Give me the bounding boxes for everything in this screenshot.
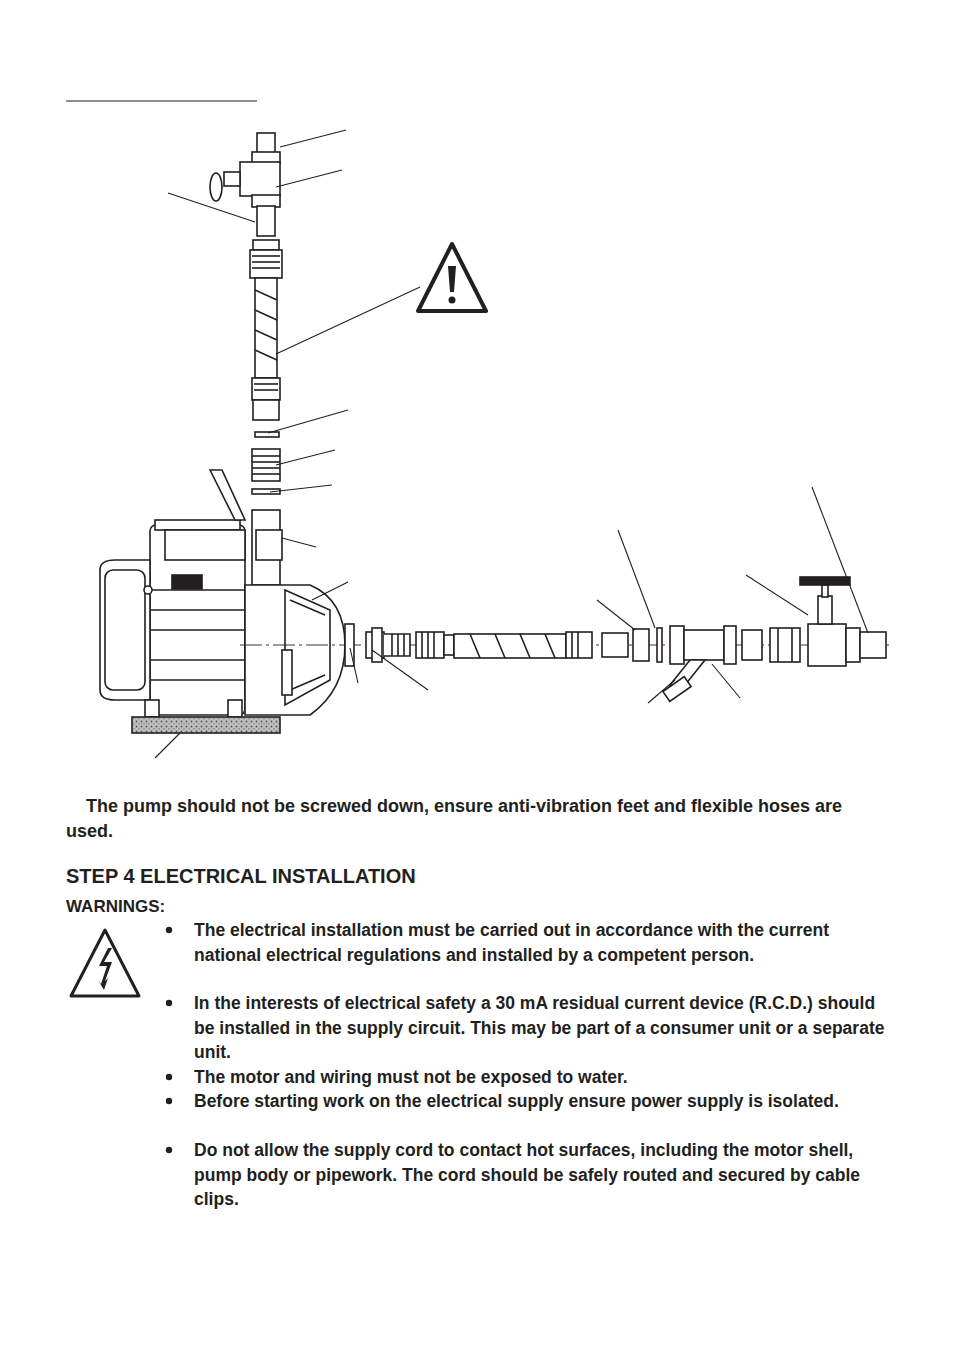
isolating-valve-vertical xyxy=(210,133,280,236)
nipple-fitting xyxy=(252,449,280,481)
nut xyxy=(633,629,649,661)
warning-item: In the interests of electrical safety a … xyxy=(194,991,894,1065)
flexible-hose-horizontal xyxy=(416,632,592,658)
nut xyxy=(742,630,762,660)
warning-item: The motor and wiring must not be exposed… xyxy=(194,1065,894,1090)
warning-item: Before starting work on the electrical s… xyxy=(194,1089,894,1114)
pump-motor xyxy=(100,470,245,717)
flexible-hose-vertical xyxy=(250,240,282,420)
washer xyxy=(255,432,279,437)
warning-item: Do not allow the supply cord to contact … xyxy=(194,1138,894,1212)
electrical-hazard-symbol xyxy=(71,930,139,996)
warnings-heading: WARNINGS: xyxy=(66,896,366,918)
bullet-points xyxy=(166,927,172,1153)
nipple-fitting xyxy=(366,628,410,662)
adaptor xyxy=(602,633,628,657)
section-heading: STEP 4 ELECTRICAL INSTALLATION xyxy=(66,864,766,888)
union xyxy=(770,628,800,662)
washer xyxy=(657,628,662,662)
leader-lines xyxy=(155,130,868,758)
anti-vibration-pad xyxy=(132,717,280,733)
note-text: The pump should not be screwed down, ens… xyxy=(66,794,866,844)
warning-item: The electrical installation must be carr… xyxy=(194,918,894,967)
pump-body xyxy=(245,510,345,715)
isolating-valve-horizontal xyxy=(800,577,886,666)
warning-symbol xyxy=(418,244,486,311)
header-rule xyxy=(66,100,257,101)
strainer xyxy=(663,626,736,701)
